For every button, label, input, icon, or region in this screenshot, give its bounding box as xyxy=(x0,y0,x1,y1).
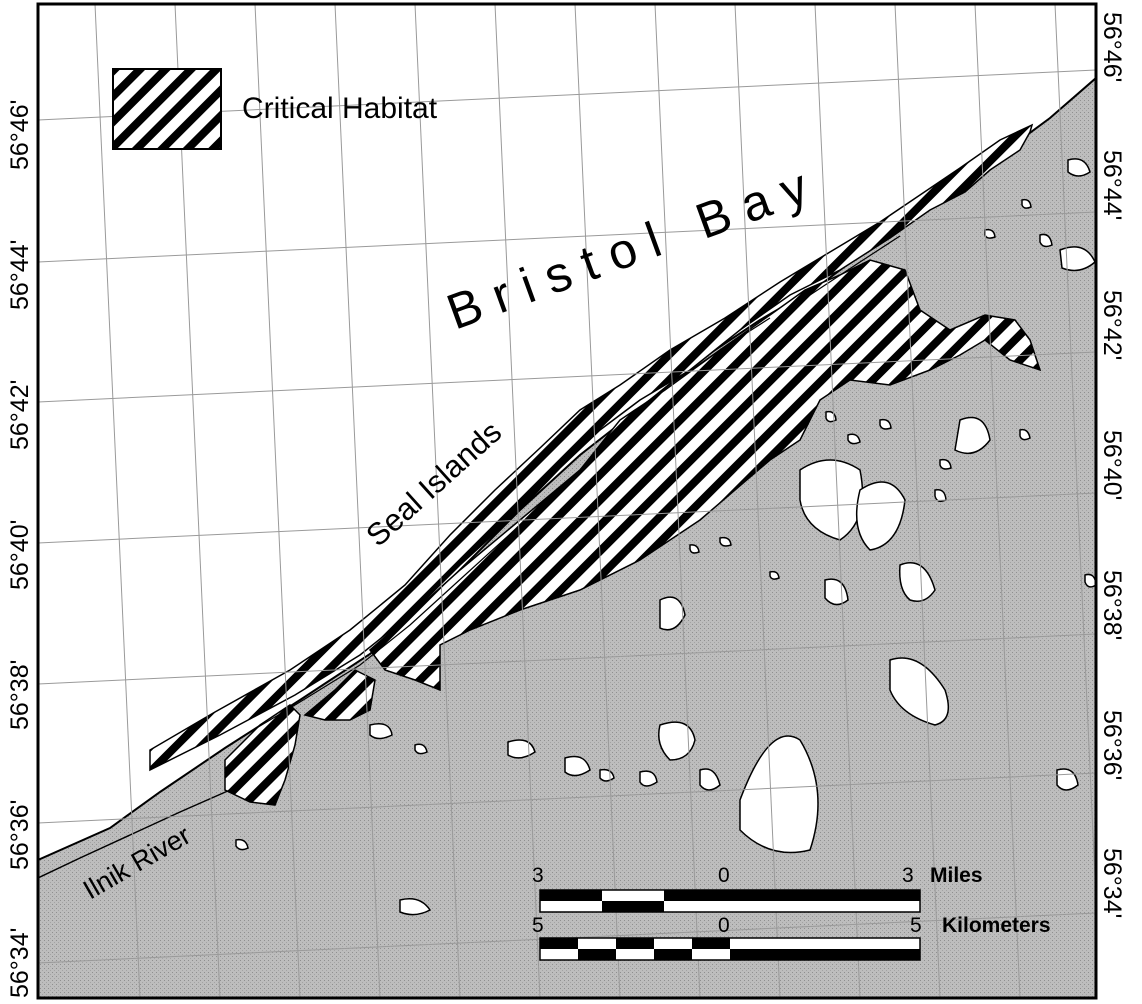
lat-left-label: 56°36' xyxy=(6,800,34,870)
scale-bar-miles: 3 0 3 Miles xyxy=(532,864,983,913)
legend-critical-habitat-label: Critical Habitat xyxy=(242,92,438,125)
lat-right-label: 56°42' xyxy=(1098,290,1126,360)
lat-right-label: 56°46' xyxy=(1098,12,1126,82)
scale-miles-left: 3 xyxy=(532,864,544,887)
scale-km-left: 5 xyxy=(532,914,544,937)
scale-miles-unit: Miles xyxy=(930,864,983,887)
scale-miles-right: 3 xyxy=(902,864,914,887)
lat-right-label: 56°38' xyxy=(1098,570,1126,640)
lat-right-label: 56°40' xyxy=(1098,430,1126,500)
map-frame xyxy=(36,2,1098,1000)
lat-left-label: 56°44' xyxy=(6,240,34,310)
lakes xyxy=(235,158,1096,916)
scale-miles-center: 0 xyxy=(718,864,730,887)
lat-right-label: 56°36' xyxy=(1098,710,1126,780)
lat-right-label: 56°44' xyxy=(1098,150,1126,220)
scale-bar-kilometers: 5 0 5 Kilometers xyxy=(532,914,1051,961)
latitude-labels-right: 56°46' 56°44' 56°42' 56°40' 56°38' 56°36… xyxy=(1098,12,1126,918)
scale-km-center: 0 xyxy=(718,914,730,937)
lat-left-label: 56°46' xyxy=(6,100,34,170)
lat-left-label: 56°40' xyxy=(6,520,34,590)
lat-right-label: 56°34' xyxy=(1098,848,1126,918)
ilnik-river-channel xyxy=(38,789,231,879)
legend-hatch-swatch xyxy=(112,68,222,150)
lat-left-label: 56°38' xyxy=(6,660,34,730)
critical-habitat-area xyxy=(149,123,1042,806)
barrier-islands xyxy=(239,235,901,739)
lat-left-label: 56°42' xyxy=(6,380,34,450)
latitude-labels-left: 56°46' 56°44' 56°42' 56°40' 56°38' 56°36… xyxy=(6,100,34,998)
lat-left-label: 56°34' xyxy=(6,928,34,998)
scale-km-right: 5 xyxy=(910,914,922,937)
legend: Critical Habitat xyxy=(112,68,438,150)
scale-km-unit: Kilometers xyxy=(942,914,1051,937)
